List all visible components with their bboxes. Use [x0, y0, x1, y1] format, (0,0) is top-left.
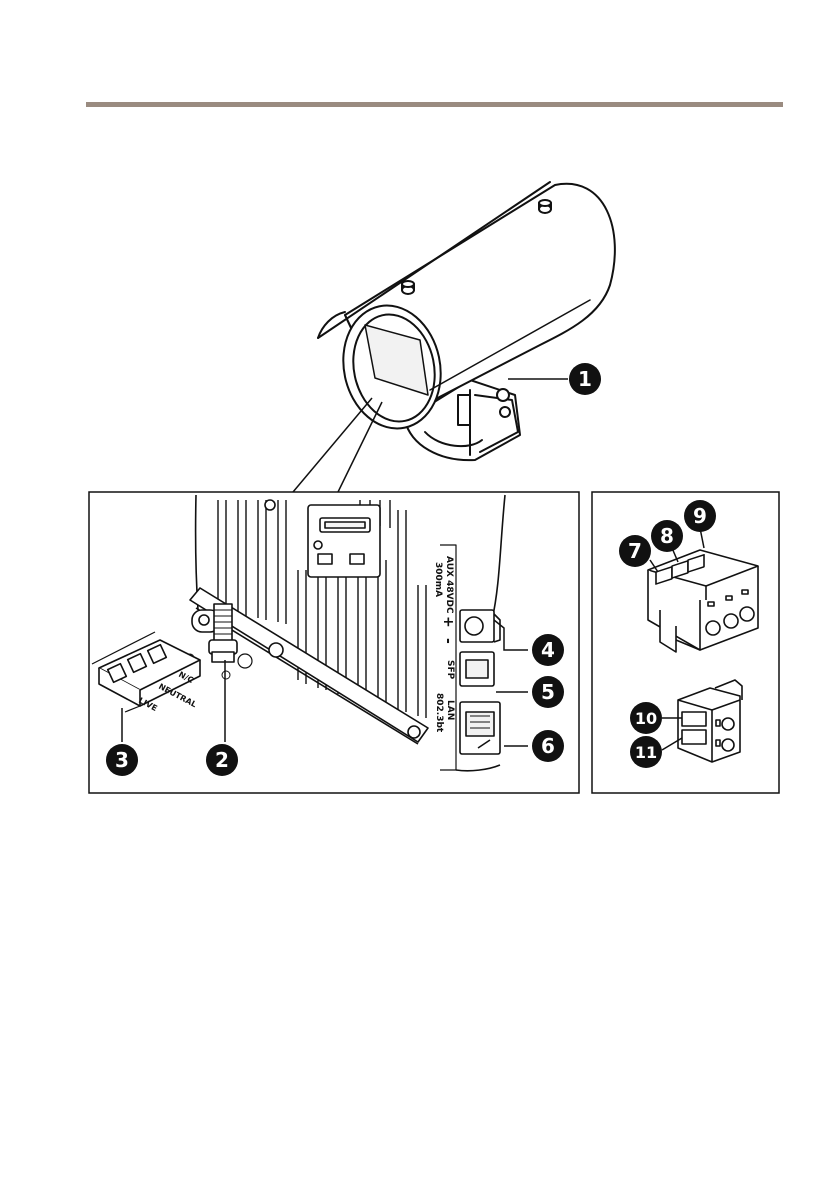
callout-1: 1	[569, 363, 601, 395]
callout-1-label: 1	[578, 367, 592, 391]
lan-label: LAN	[445, 700, 455, 720]
callout-4-label: 4	[541, 638, 555, 662]
callout-7-label: 7	[628, 539, 642, 563]
callout-6-label: 6	[541, 734, 555, 758]
callout-11: 11	[630, 736, 662, 768]
callout-3: 3	[106, 744, 138, 776]
aux-plus-label: +	[440, 616, 456, 628]
callout-5: 5	[532, 676, 564, 708]
callout-9-label: 9	[693, 504, 707, 528]
callout-2-label: 2	[215, 748, 229, 772]
callout-10-label: 10	[635, 709, 657, 728]
callout-7: 7	[619, 535, 651, 567]
aux-power-label: AUX 48VDC	[444, 556, 454, 614]
poe-standard-label: 802.3bt	[434, 693, 444, 733]
aux-current-label: 300mA	[433, 562, 443, 597]
callout-6: 6	[532, 730, 564, 762]
sfp-label: SFP	[445, 660, 455, 680]
callout-8-label: 8	[660, 524, 674, 548]
callout-8: 8	[651, 520, 683, 552]
callout-5-label: 5	[541, 680, 555, 704]
callout-9: 9	[684, 500, 716, 532]
callout-10: 10	[630, 702, 662, 734]
camera-housing-illustration	[318, 182, 615, 460]
callout-4: 4	[532, 634, 564, 666]
callout-2: 2	[206, 744, 238, 776]
callout-11-label: 11	[635, 743, 657, 762]
aux-minus-label: -	[440, 638, 456, 644]
callout-3-label: 3	[115, 748, 129, 772]
